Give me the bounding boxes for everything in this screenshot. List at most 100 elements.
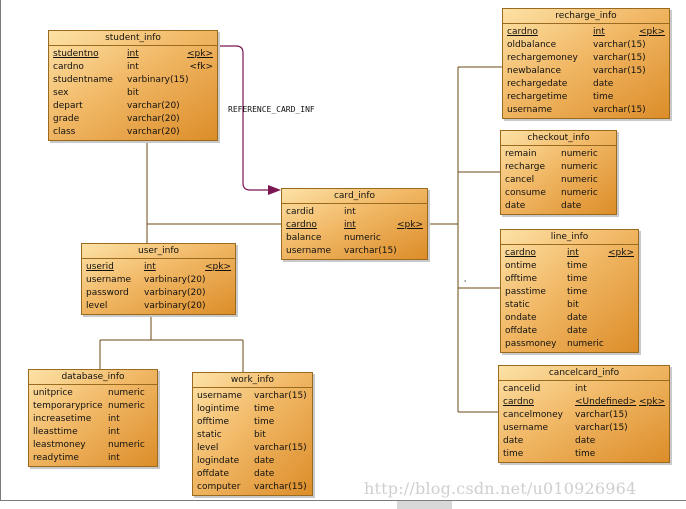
column-type: date <box>593 79 614 89</box>
entity-title: card_info <box>282 189 427 204</box>
column-type: date <box>561 201 582 211</box>
column-name: cancelid <box>503 384 541 394</box>
column-name: username <box>197 391 242 401</box>
column-type: varbinary(20) <box>144 301 206 311</box>
column-row[interactable]: cardno<Undefined><pk> <box>503 396 665 409</box>
column-type: time <box>567 274 588 284</box>
column-type: time <box>254 417 275 427</box>
column-row[interactable]: username varchar(15) <box>286 245 423 258</box>
column-row[interactable]: logintime time <box>197 403 308 416</box>
column-key: <pk> <box>638 27 665 37</box>
column-name: recharge <box>505 162 545 172</box>
column-name: logintime <box>197 404 240 414</box>
column-name: level <box>86 301 108 311</box>
column-type: varchar(15) <box>344 246 397 256</box>
column-type: <Undefined> <box>575 397 637 407</box>
column-type: int <box>344 220 356 230</box>
column-name: computer <box>197 482 241 492</box>
column-name: readytime <box>33 453 79 463</box>
column-type: varchar(15) <box>575 423 628 433</box>
scrollbar-thumb[interactable] <box>397 501 452 509</box>
column-type: time <box>567 261 588 271</box>
column-type: varchar(15) <box>593 66 646 76</box>
column-key: <pk> <box>204 262 231 272</box>
column-row[interactable]: level varbinary(20) <box>86 300 231 313</box>
column-type: time <box>254 404 275 414</box>
column-type: varbinary(15) <box>127 75 189 85</box>
column-type: bit <box>567 300 579 310</box>
column-name: leastmoney <box>33 440 86 450</box>
column-key: <pk> <box>186 49 213 59</box>
column-name: username <box>286 246 331 256</box>
column-type: date <box>575 436 596 446</box>
column-type: int <box>108 427 120 437</box>
column-name: userid <box>86 262 114 272</box>
column-key: <pk> <box>638 397 665 407</box>
column-name: cardno <box>53 62 84 72</box>
column-name: cardid <box>286 207 314 217</box>
column-name: offdate <box>197 469 230 479</box>
